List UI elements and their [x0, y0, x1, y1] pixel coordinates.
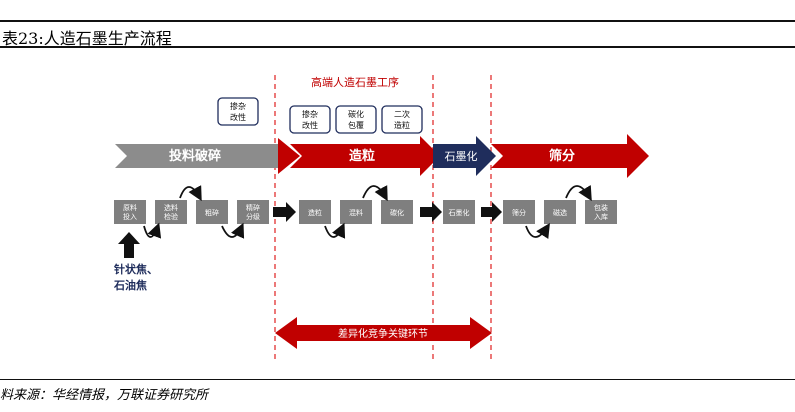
curve-arrow-1: [143, 222, 162, 239]
process-box-4-line2: 分级: [246, 212, 260, 221]
curve-arrow-6: [525, 222, 550, 239]
block-arrow-3: [481, 202, 502, 222]
note-box-4-line2: 造粒: [394, 120, 410, 130]
block-arrow-1: [273, 202, 296, 222]
note-box-3-line1: 碳化: [348, 109, 364, 119]
curved-connectors: [143, 185, 592, 239]
process-box-pack-store: 包装 入库: [585, 200, 617, 224]
process-box-coarse-crush: 粗碎: [196, 200, 228, 224]
note-box-1-line2: 改性: [230, 112, 246, 122]
process-box-9-line1: 筛分: [512, 208, 526, 217]
curve-arrow-2: [179, 185, 202, 202]
process-box-4-line1: 精碎: [246, 203, 260, 212]
raw-material-line1: 针状焦、: [114, 262, 158, 276]
stage-arrow-granulate: 造粒: [278, 136, 440, 176]
process-box-10-line1: 磁选: [553, 208, 567, 217]
raw-material-line2: 石油焦: [113, 278, 147, 292]
process-box-granulate: 造粒: [299, 200, 331, 224]
process-box-11-line1: 包装: [594, 203, 608, 212]
source-divider: [0, 379, 795, 380]
process-box-3-line1: 粗碎: [205, 208, 219, 217]
note-box-1-line1: 掺杂: [230, 101, 246, 111]
process-box-screen: 筛分: [503, 200, 535, 224]
stage-label-feed-crush: 投料破碎: [169, 148, 221, 164]
note-box-3: 碳化 包覆: [335, 105, 377, 134]
top-process-label: 高端人造石墨工序: [311, 75, 399, 89]
process-box-11-line2: 入库: [594, 212, 608, 221]
bottom-double-arrow: 差异化竞争关键环节: [275, 317, 492, 349]
process-box-mix: 混料: [340, 200, 372, 224]
process-box-5-line1: 造粒: [308, 208, 322, 217]
process-box-2-line2: 检验: [164, 212, 178, 221]
curve-arrow-7: [565, 185, 592, 202]
process-box-2-line1: 选料: [164, 203, 178, 212]
curve-arrow-4: [324, 222, 346, 239]
curve-arrow-3: [221, 222, 245, 239]
stage-label-granulate: 造粒: [349, 148, 375, 164]
raw-material-up-arrow: [118, 232, 140, 258]
stage-arrow-feed-crush: 投料破碎: [115, 144, 278, 168]
process-box-1-line2: 投入: [123, 212, 137, 221]
stage-arrow-graphitize: 石墨化: [433, 136, 496, 176]
note-box-2-line1: 掺杂: [302, 109, 318, 119]
note-box-4: 二次 造粒: [381, 105, 423, 134]
process-box-1-line1: 原料: [123, 203, 137, 212]
note-box-2: 掺杂 改性: [289, 105, 331, 134]
title-bar: 表23:人造石墨生产流程: [0, 20, 795, 48]
stage-label-screen: 筛分: [549, 148, 575, 164]
process-box-graphitize: 石墨化: [443, 200, 475, 224]
process-box-6-line1: 混料: [349, 208, 363, 217]
process-box-8-line1: 石墨化: [449, 208, 470, 217]
process-box-carbonize: 碳化: [381, 200, 413, 224]
process-box-magnetic: 磁选: [544, 200, 576, 224]
stage-label-graphitize: 石墨化: [445, 149, 478, 163]
process-box-raw-input: 原料 投入: [114, 200, 146, 224]
source-note: 料来源：华经情报，万联证券研究所: [0, 388, 209, 403]
process-box-fine-crush: 精碎 分级: [237, 200, 269, 224]
process-box-7-line1: 碳化: [390, 208, 404, 217]
bottom-label: 差异化竞争关键环节: [338, 327, 428, 340]
note-box-4-line1: 二次: [394, 109, 410, 119]
note-box-3-line2: 包覆: [348, 120, 364, 130]
stage-arrow-screen: 筛分: [491, 134, 649, 178]
process-box-select-inspect: 选料 检验: [155, 200, 187, 224]
curve-arrow-5: [362, 185, 388, 202]
block-arrow-2: [420, 202, 442, 222]
page-title: 表23:人造石墨生产流程: [2, 29, 172, 48]
note-box-2-line2: 改性: [302, 120, 318, 130]
note-box-1: 掺杂 改性: [217, 97, 259, 126]
